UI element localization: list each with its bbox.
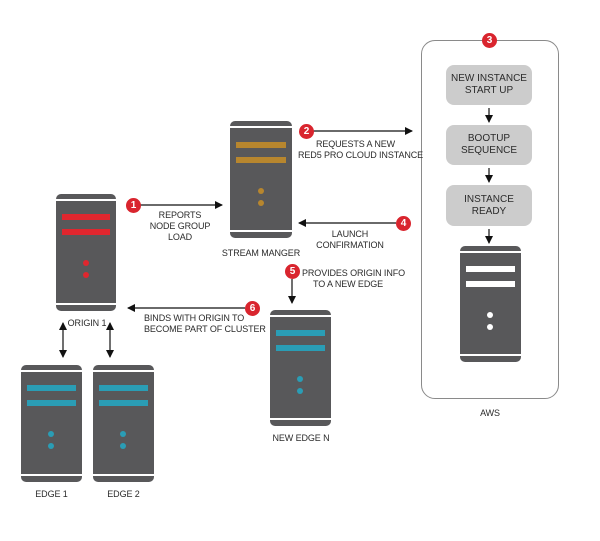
step-1-badge: 1: [126, 198, 141, 213]
origin-label: ORIGIN 1: [67, 318, 107, 328]
stream-manager-server-icon: [230, 121, 292, 238]
step-2-text: REQUESTS A NEW RED5 PRO CLOUD INSTANCE: [298, 139, 424, 160]
new-edge-server-icon: [270, 310, 331, 426]
edge2-label: EDGE 2: [107, 489, 140, 499]
edge2-server-icon: [93, 365, 154, 482]
step-5-badge: 5: [285, 264, 300, 279]
edge1-server-icon: [21, 365, 82, 482]
origin-server-icon: [56, 194, 116, 311]
step-6-text: BINDS WITH ORIGIN TO BECOME PART OF CLUS…: [144, 313, 266, 334]
step-2-badge: 2: [299, 124, 314, 139]
step-3-badge: 3: [482, 33, 497, 48]
step-5-text: PROVIDES ORIGIN INFO TO A NEW EDGE: [302, 268, 406, 289]
step-4-text: LAUNCH CONFIRMATION: [316, 229, 384, 250]
step-6-badge: 6: [245, 301, 260, 316]
stream-manager-label: STREAM MANGER: [221, 248, 301, 258]
aws-instance-server-icon: [460, 246, 521, 362]
edge1-label: EDGE 1: [35, 489, 68, 499]
step-1-text: REPORTS NODE GROUP LOAD: [149, 210, 211, 242]
aws-label: AWS: [480, 408, 500, 418]
new-edge-label: NEW EDGE N: [272, 433, 330, 443]
step-4-badge: 4: [396, 216, 411, 231]
